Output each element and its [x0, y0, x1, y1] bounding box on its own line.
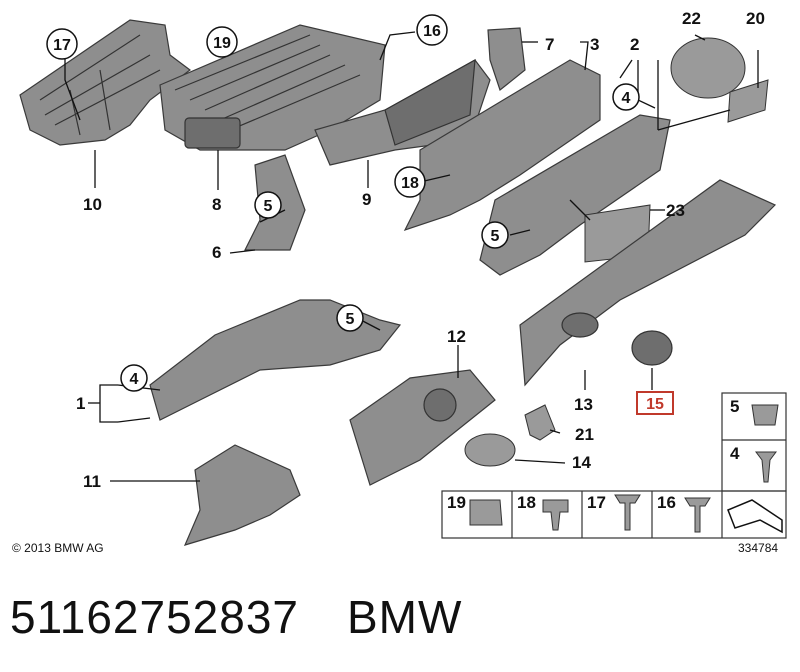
callout-9: 9 — [362, 190, 371, 209]
copyright: © 2013 BMW AG — [12, 541, 104, 555]
leader-lines — [64, 31, 759, 482]
hw-label-19: 19 — [447, 493, 466, 512]
callout-11: 11 — [83, 472, 101, 491]
callout-6: 6 — [212, 243, 221, 262]
part-15 — [631, 330, 673, 366]
part-trim-1 — [149, 299, 402, 421]
hardware-table: 5 4 19 18 17 16 — [441, 392, 787, 539]
badge-22 — [670, 37, 746, 99]
callout-22: 22 — [682, 9, 701, 28]
hw-label-17: 17 — [587, 493, 606, 512]
callout-18: 18 — [401, 175, 419, 192]
callout-15: 15 — [646, 396, 664, 413]
hole-12 — [423, 388, 457, 422]
hw-label-5: 5 — [730, 397, 739, 416]
part-14 — [464, 433, 516, 467]
hole-13 — [561, 312, 599, 338]
part-trim-7 — [487, 27, 526, 92]
callout-7: 7 — [545, 35, 554, 54]
hw-rivet-4 — [755, 451, 777, 483]
callout-5-b: 5 — [491, 228, 500, 245]
brand: BMW — [347, 591, 463, 643]
hw-screw-18 — [542, 499, 569, 531]
hw-clip-icon — [727, 499, 783, 534]
callout-1: 1 — [76, 394, 85, 413]
callout-4-left: 4 — [130, 371, 139, 388]
callout-14: 14 — [572, 453, 591, 472]
callout-12: 12 — [447, 327, 466, 346]
part-trim-11 — [183, 444, 301, 546]
callout-21: 21 — [575, 425, 594, 444]
footer: 51162752837 BMW — [10, 590, 510, 644]
diagram-id: 334784 — [738, 541, 778, 555]
part-trim-2 — [479, 114, 671, 276]
callout-8: 8 — [212, 195, 221, 214]
callout-20: 20 — [746, 9, 765, 28]
part-21 — [524, 404, 556, 441]
callout-5-a: 5 — [264, 198, 273, 215]
callout-3: 3 — [590, 35, 599, 54]
callout-17: 17 — [53, 37, 71, 54]
badge-20 — [727, 79, 769, 123]
part-trim-13 — [519, 179, 777, 387]
part-console-12 — [349, 369, 496, 486]
callout-5-c: 5 — [346, 311, 355, 328]
callout-13: 13 — [574, 395, 593, 414]
hw-clip-19 — [469, 499, 503, 526]
callouts: 1 4 2 4 3 5 5 5 6 7 8 9 10 11 12 13 14 1… — [46, 9, 765, 491]
hw-label-4: 4 — [730, 444, 740, 463]
callout-4-right: 4 — [622, 90, 631, 107]
hw-clip-5 — [751, 404, 779, 426]
callout-2: 2 — [630, 35, 639, 54]
callout-23: 23 — [666, 201, 685, 220]
callout-19: 19 — [213, 35, 231, 52]
hw-screw-16 — [684, 497, 711, 533]
part-number: 51162752837 — [10, 591, 299, 643]
hw-screw-17 — [614, 494, 641, 531]
callout-10: 10 — [83, 195, 102, 214]
part-bracket-10 — [19, 19, 191, 146]
callout-16: 16 — [423, 23, 441, 40]
hw-label-16: 16 — [657, 493, 676, 512]
hw-label-18: 18 — [517, 493, 536, 512]
